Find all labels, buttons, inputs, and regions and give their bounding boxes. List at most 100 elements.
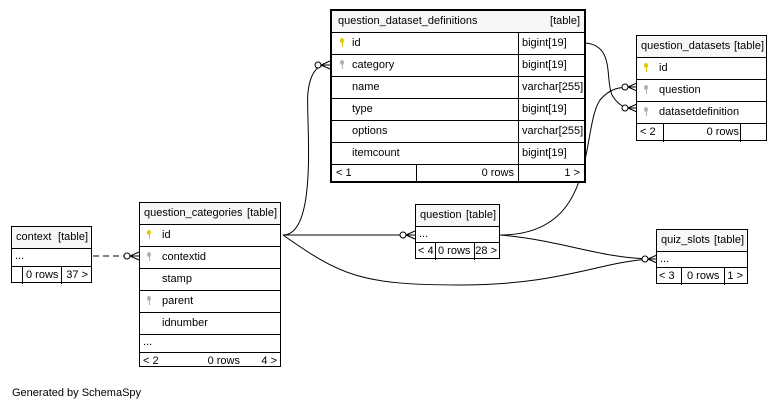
column-row[interactable]: type bigint[19] xyxy=(332,99,584,121)
table-question-categories[interactable]: question_categories [table] id contextid… xyxy=(139,202,281,367)
column-row[interactable]: category bigint[19] xyxy=(332,55,584,77)
crowfoot-icon xyxy=(627,103,638,113)
column-name: stamp xyxy=(162,273,192,285)
column-row[interactable]: id bigint[19] xyxy=(332,33,584,55)
table-name: question xyxy=(420,209,462,221)
column-row[interactable]: idnumber xyxy=(140,313,280,335)
table-quiz-slots[interactable]: quiz_slots [table] ... < 3 0 rows 1 > xyxy=(656,229,748,285)
children-count[interactable]: 1 > xyxy=(727,270,743,282)
divider xyxy=(681,268,682,285)
primary-key-icon xyxy=(644,63,648,72)
table-question[interactable]: question [table] ... < 4 0 rows 28 > xyxy=(415,204,500,260)
crowfoot-circle xyxy=(621,104,629,112)
column-type: bigint[19] xyxy=(522,147,567,159)
table-header[interactable]: quiz_slots [table] xyxy=(657,230,747,252)
column-type: varchar[255] xyxy=(522,125,584,137)
parents-count[interactable]: < 2 xyxy=(640,126,656,138)
crowfoot-icon xyxy=(627,82,638,92)
crowfoot-circle xyxy=(621,83,629,91)
column-name: options xyxy=(352,125,388,137)
edge-qds-question-to-question xyxy=(499,86,633,236)
children-count[interactable]: 1 > xyxy=(564,167,580,179)
table-kind: [table] xyxy=(466,209,496,221)
children-count[interactable]: 28 > xyxy=(475,245,497,257)
column-row[interactable]: parent xyxy=(140,291,280,313)
table-header[interactable]: question [table] xyxy=(416,205,499,227)
table-footer: < 4 0 rows 28 > xyxy=(416,243,499,260)
table-header[interactable]: context [table] xyxy=(12,227,91,249)
table-question-dataset-definitions[interactable]: question_dataset_definitions [table] id … xyxy=(330,9,586,183)
edge-qds-datasetdefinition-to-qdd-id xyxy=(584,42,633,109)
column-row[interactable]: itemcount bigint[19] xyxy=(332,143,584,165)
foreign-key-icon xyxy=(644,107,648,116)
column-row[interactable]: contextid xyxy=(140,247,280,269)
parents-count[interactable]: < 3 xyxy=(659,270,675,282)
divider xyxy=(435,243,436,260)
table-context[interactable]: context [table] ... 0 rows 37 > xyxy=(11,226,92,284)
row-count: 0 rows xyxy=(207,355,240,367)
edge-quiz-slots-to-question xyxy=(499,234,651,260)
column-row[interactable]: name varchar[255] xyxy=(332,77,584,99)
column-row[interactable]: question xyxy=(637,80,766,102)
table-kind: [table] xyxy=(247,207,277,219)
column-name: idnumber xyxy=(162,317,208,329)
column-row[interactable]: ... xyxy=(416,227,499,243)
divider xyxy=(416,165,417,183)
primary-key-icon xyxy=(340,38,344,47)
divider xyxy=(518,33,519,54)
children-count[interactable]: 4 > xyxy=(261,355,277,367)
parents-count[interactable]: < 2 xyxy=(143,355,159,367)
table-kind: [table] xyxy=(550,15,580,27)
table-question-datasets[interactable]: question_datasets [table] id question da… xyxy=(636,35,767,142)
row-count: 0 rows xyxy=(687,270,720,282)
column-name: ... xyxy=(143,336,153,348)
table-header[interactable]: question_categories [table] xyxy=(140,203,280,225)
foreign-key-icon xyxy=(340,60,344,69)
more-columns[interactable]: ... xyxy=(140,335,280,353)
column-name: category xyxy=(352,59,395,71)
column-name: datasetdefinition xyxy=(659,106,740,118)
table-footer: < 1 0 rows 1 > xyxy=(332,165,584,183)
edge-qdd-category-to-qc-id xyxy=(282,64,326,236)
crowfoot-icon xyxy=(320,60,331,70)
crowfoot-circle xyxy=(314,61,322,69)
divider xyxy=(740,124,741,142)
table-footer: < 2 0 rows 4 > xyxy=(140,353,280,370)
column-name: contextid xyxy=(162,251,207,263)
children-count[interactable]: 37 > xyxy=(66,269,88,281)
parents-count[interactable]: < 1 xyxy=(336,167,352,179)
foreign-key-icon xyxy=(147,296,151,305)
column-row[interactable]: ... xyxy=(12,249,91,267)
column-row[interactable]: id xyxy=(140,225,280,247)
table-name: question_datasets xyxy=(641,40,731,52)
crowfoot-icon xyxy=(129,251,140,261)
column-row[interactable]: ... xyxy=(657,252,747,268)
parents-count[interactable]: < 4 xyxy=(418,245,434,257)
column-type: bigint[19] xyxy=(522,37,567,49)
column-row[interactable]: stamp xyxy=(140,269,280,291)
edge-quiz-slots-to-qc xyxy=(282,234,651,286)
row-count: 0 rows xyxy=(706,126,739,138)
crowfoot-circle xyxy=(123,252,131,260)
column-row[interactable]: id xyxy=(637,58,766,80)
crowfoot-circle xyxy=(399,231,407,239)
divider xyxy=(518,143,519,164)
crowfoot-icon xyxy=(647,254,658,264)
table-header[interactable]: question_dataset_definitions [table] xyxy=(332,11,584,33)
column-name: question xyxy=(659,84,701,96)
column-name: ... xyxy=(419,228,429,240)
divider xyxy=(61,267,62,284)
column-row[interactable]: datasetdefinition xyxy=(637,102,766,124)
divider xyxy=(663,124,664,142)
column-name: parent xyxy=(162,295,194,307)
table-header[interactable]: question_datasets [table] xyxy=(637,36,766,58)
table-footer: < 3 0 rows 1 > xyxy=(657,268,747,285)
column-name: id xyxy=(352,37,361,49)
column-row[interactable]: options varchar[255] xyxy=(332,121,584,143)
foreign-key-icon xyxy=(644,85,648,94)
row-count: 0 rows xyxy=(438,245,471,257)
column-name: ... xyxy=(660,253,670,265)
column-name: name xyxy=(352,81,380,93)
divider xyxy=(518,165,519,183)
